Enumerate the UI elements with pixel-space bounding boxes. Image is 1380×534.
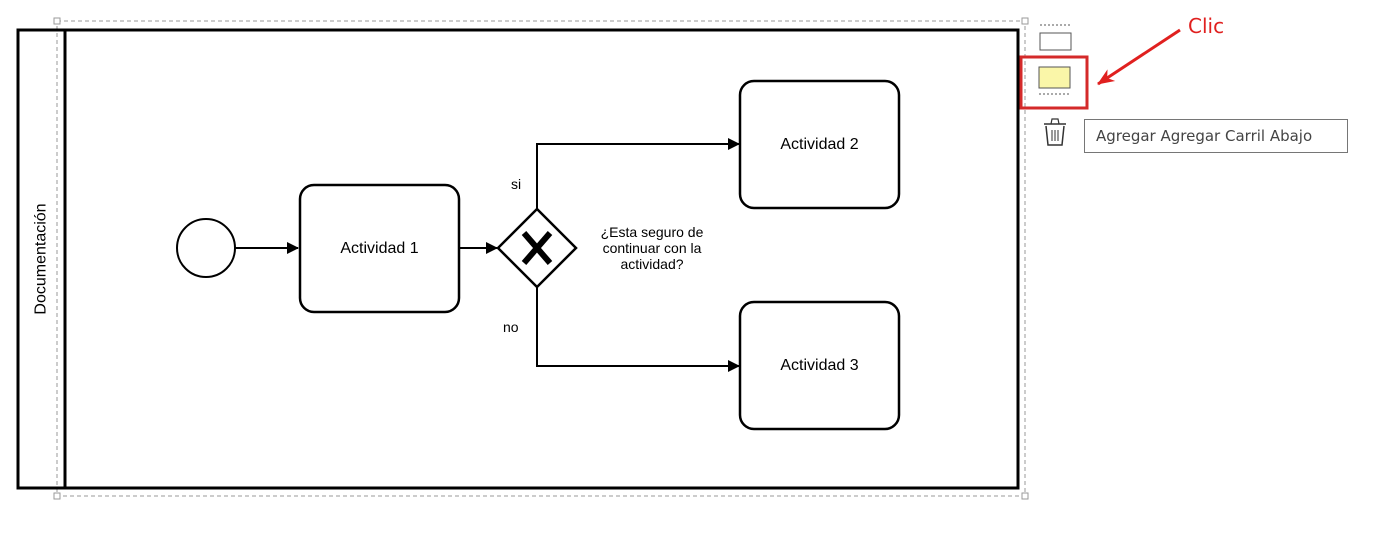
pool[interactable] — [16, 28, 1020, 490]
task-actividad-3[interactable] — [738, 300, 901, 431]
annotation-arrow — [1097, 28, 1181, 86]
selection-outline — [56, 20, 1026, 497]
gateway-question-line: actividad? — [620, 256, 684, 272]
task-actividad-2[interactable] — [738, 79, 901, 210]
flow-label-no: no — [503, 319, 519, 335]
lane-title: Documentación — [32, 203, 50, 315]
annotation-label: Clic — [1188, 14, 1225, 38]
trash-icon[interactable] — [1044, 118, 1066, 146]
sequence-flow-no[interactable] — [536, 287, 740, 372]
selection-handle[interactable] — [53, 492, 61, 500]
selection-handle[interactable] — [53, 17, 61, 25]
gateway-question-line: ¿Esta seguro de — [600, 224, 704, 240]
gateway-question: ¿Esta seguro de continuar con la activid… — [578, 224, 726, 272]
task-label: Actividad 1 — [340, 239, 419, 257]
task-label: Actividad 2 — [780, 135, 859, 153]
start-event[interactable] — [176, 218, 236, 278]
add-lane-above-icon[interactable] — [1039, 24, 1072, 51]
lane-title-container: Documentación — [18, 30, 65, 488]
tooltip: Agregar Agregar Carril Abajo — [1084, 119, 1348, 153]
add-lane-below-icon — [1038, 66, 1071, 95]
selection-handle[interactable] — [1021, 17, 1029, 25]
gateway-question-line: continuar con la — [602, 240, 702, 256]
sequence-flow-yes[interactable] — [536, 138, 740, 209]
gateway-x-icon — [521, 231, 553, 265]
task-label: Actividad 3 — [780, 356, 859, 374]
add-lane-below-button[interactable] — [1019, 55, 1089, 110]
selection-handle[interactable] — [1021, 492, 1029, 500]
flow-label-yes: si — [511, 176, 522, 192]
